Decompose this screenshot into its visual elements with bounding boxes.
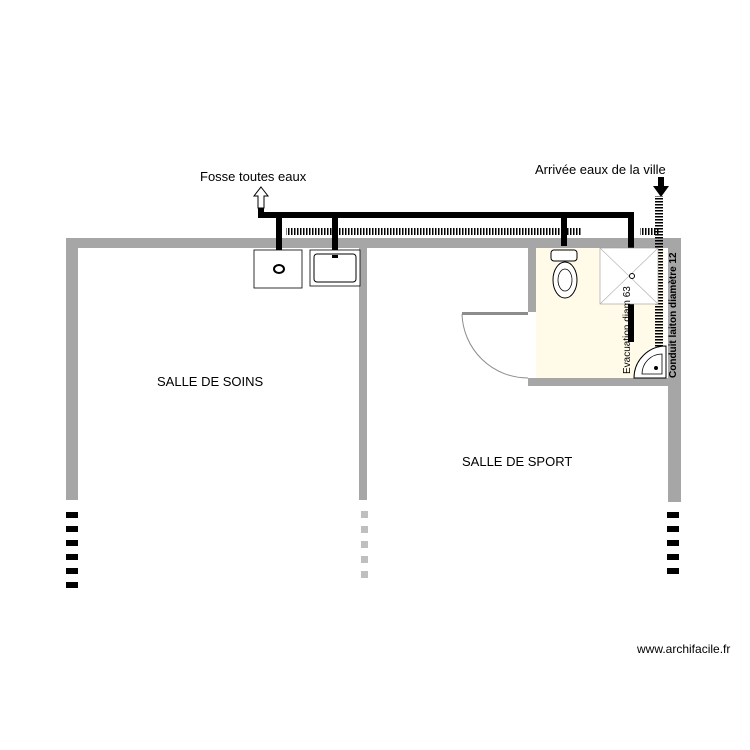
- main-drain: [258, 212, 634, 218]
- drop-2: [332, 212, 338, 250]
- label-conduit: Conduit laiton diamètre 12: [668, 252, 679, 378]
- left-wall: [66, 238, 78, 500]
- hatched-band-right: [640, 228, 660, 235]
- left-wall-dashes: [66, 512, 78, 588]
- walls: [66, 238, 681, 502]
- room-label-salle-sport: SALLE DE SPORT: [462, 454, 572, 469]
- drop-1: [276, 212, 282, 250]
- middle-wall-dashes: [361, 511, 368, 578]
- right-wall-dashes: [667, 512, 679, 574]
- bathroom-left-wall: [528, 246, 536, 312]
- conduit-pipe: [655, 196, 663, 368]
- top-wall: [66, 238, 681, 248]
- label-arrivee: Arrivée eaux de la ville: [535, 162, 666, 177]
- corner-basin-fixture: [633, 345, 667, 379]
- door-swing: [461, 313, 529, 379]
- drop-3: [561, 212, 567, 246]
- right-wall: [668, 238, 681, 502]
- sink-fixture: [309, 249, 361, 287]
- toilet-fixture: [550, 249, 578, 299]
- fosse-arrow-icon: [252, 186, 270, 209]
- basin-fixture: [253, 249, 303, 289]
- hatched-band-left: [286, 228, 582, 235]
- room-label-salle-soins: SALLE DE SOINS: [157, 374, 264, 389]
- bathroom-bottom-wall: [528, 378, 681, 386]
- middle-wall: [359, 238, 367, 500]
- shower-fixture: [599, 247, 659, 305]
- door: [461, 312, 529, 379]
- label-evacuation: Evacuation diam 63: [622, 286, 633, 374]
- door-leaf: [462, 312, 528, 315]
- watermark: www.archifacile.fr: [636, 642, 730, 656]
- arrivee-arrow-icon: [653, 177, 669, 197]
- label-fosse: Fosse toutes eaux: [200, 169, 307, 184]
